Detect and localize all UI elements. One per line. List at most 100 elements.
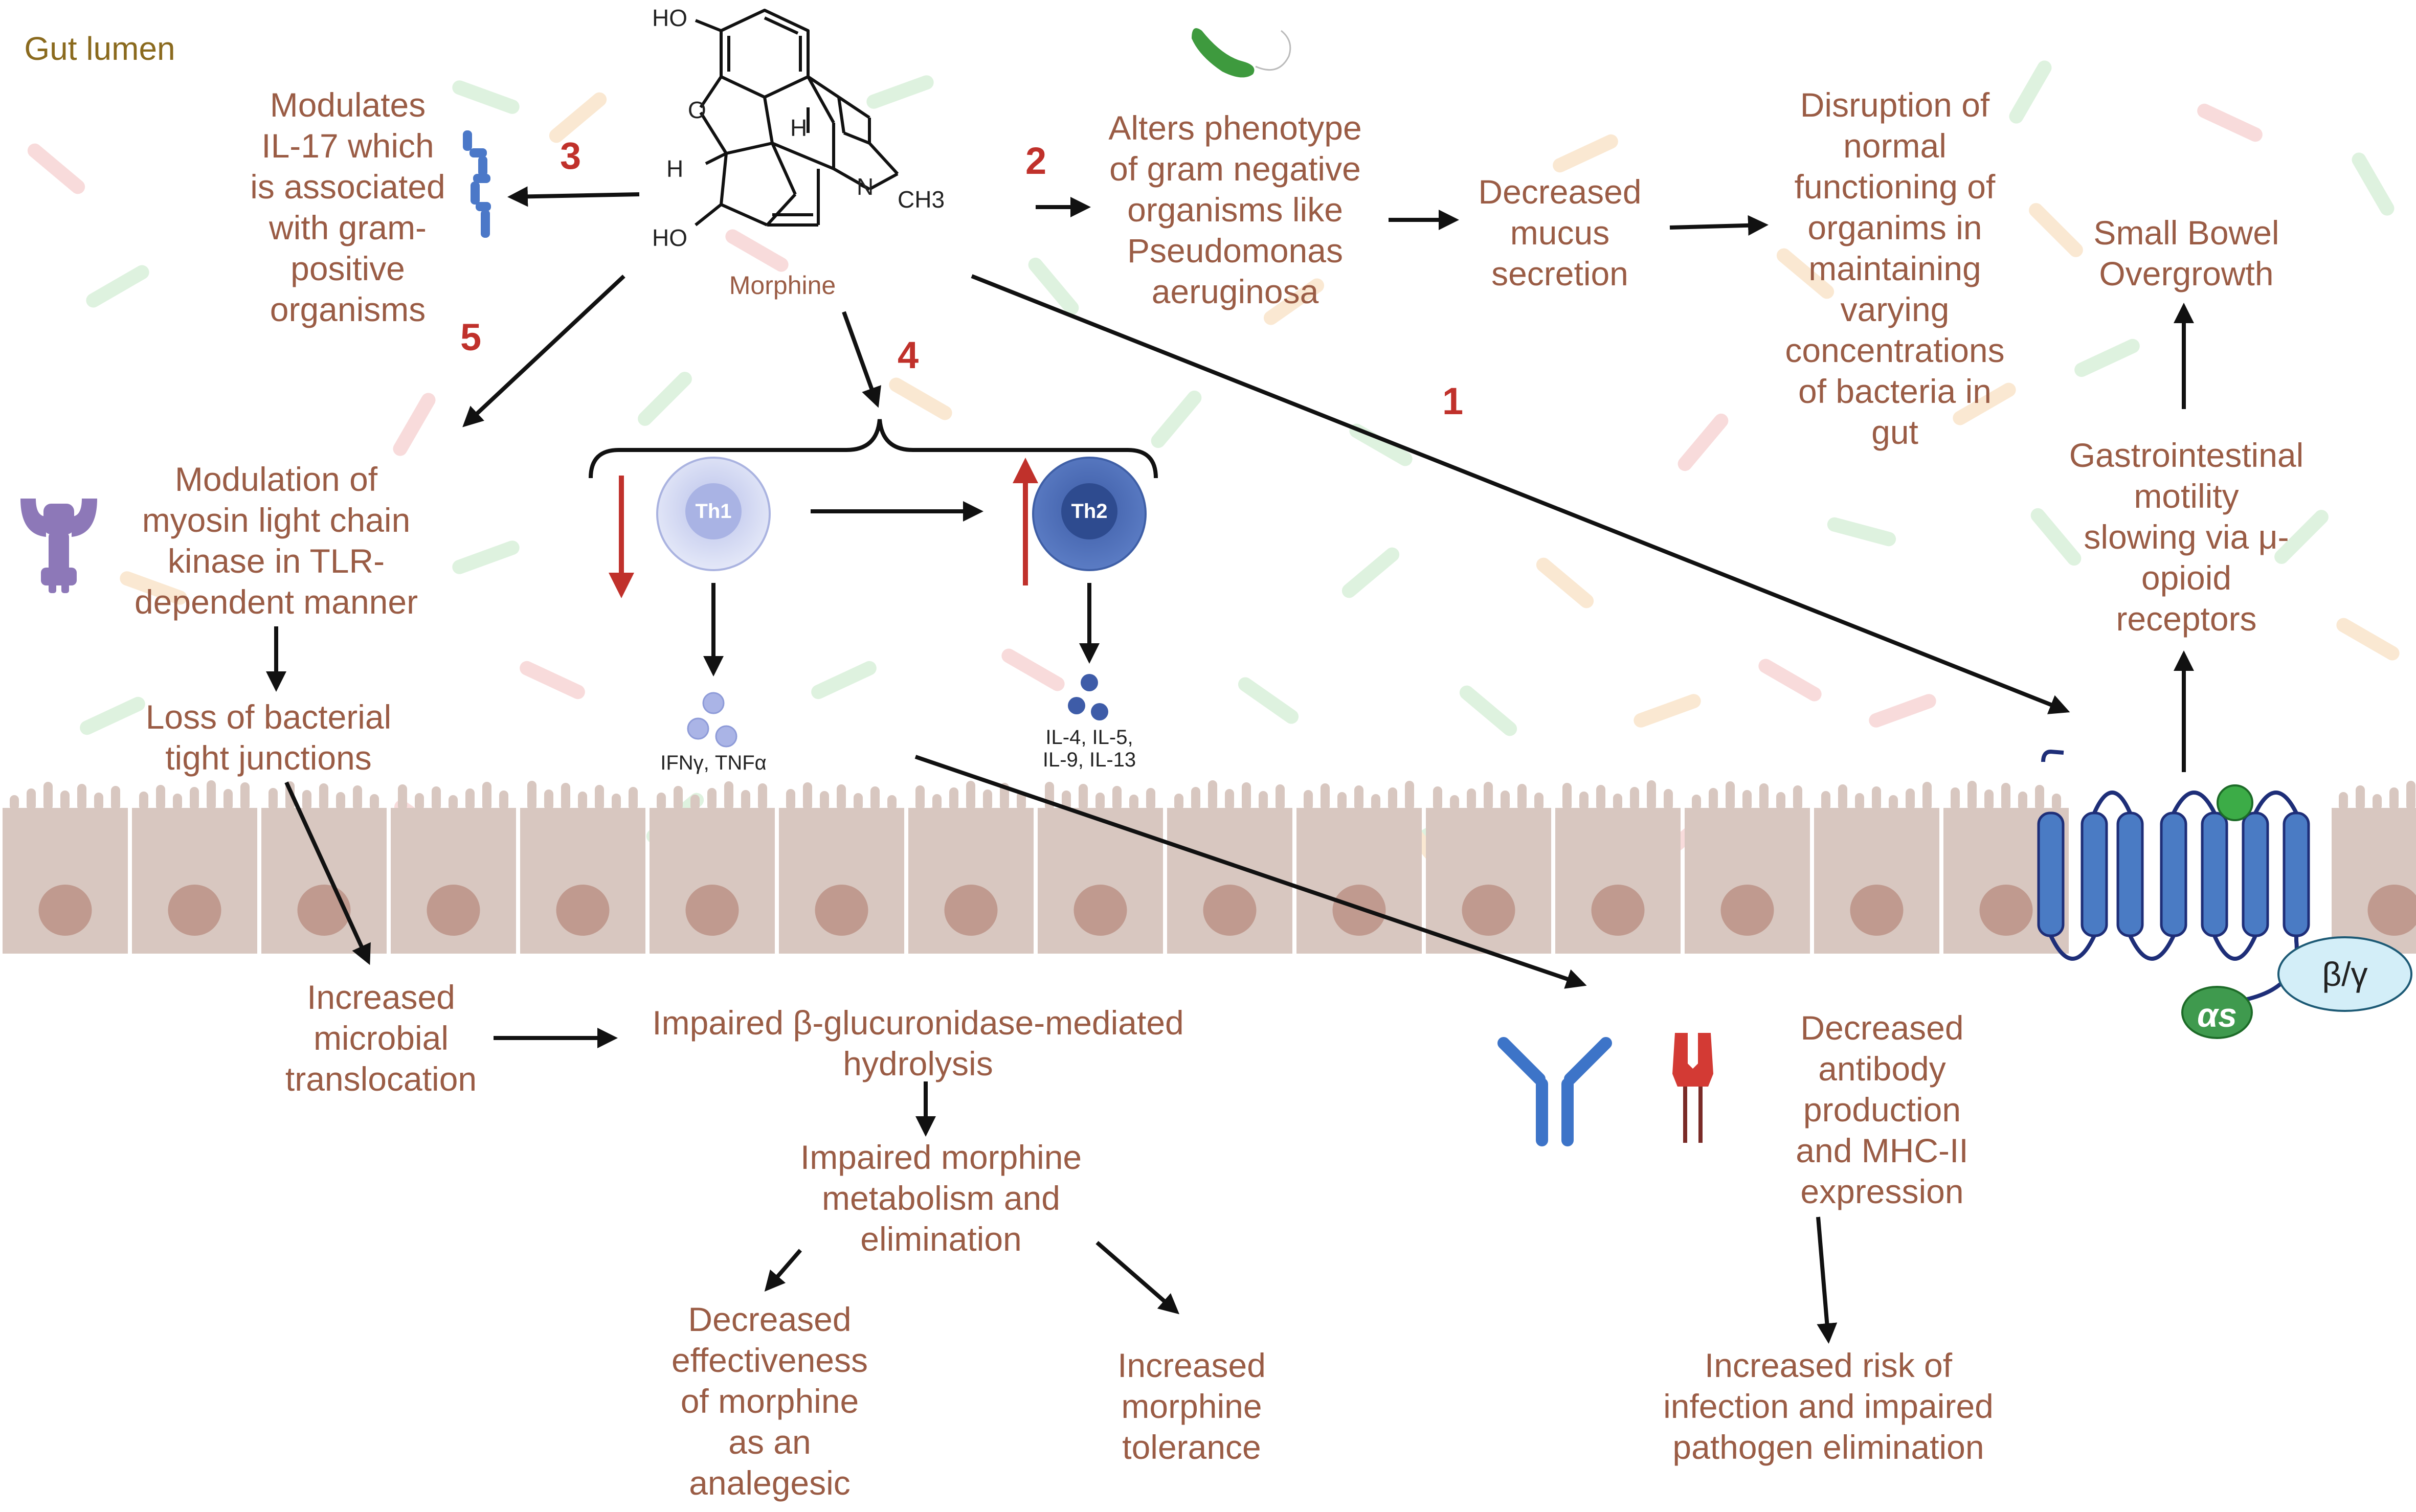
bacteria-background xyxy=(27,60,2400,878)
morphine-label: Morphine xyxy=(729,271,836,300)
arrow-metabolism-to-tolerance xyxy=(1095,1240,1180,1315)
th2-cytokines-text: IL-4, IL-5, IL-9, IL-13 xyxy=(1042,726,1136,771)
atom-ho-bottom: HO xyxy=(652,224,687,251)
bacterium-rod xyxy=(866,75,934,109)
epithelial-cell xyxy=(2332,781,2416,954)
cell-nucleus xyxy=(1850,885,1904,936)
bacterium-rod xyxy=(2009,60,2052,124)
glucuronidase-text: Impaired β-glucuronidase-mediated hydrol… xyxy=(652,1004,1184,1082)
bacterium-rod xyxy=(1827,517,1896,547)
bacterium-rod xyxy=(1341,547,1400,598)
epithelial-cell xyxy=(779,782,904,954)
atom-ch3: CH3 xyxy=(898,186,945,213)
bacterium-rod xyxy=(889,377,952,420)
th1-label: Th1 xyxy=(695,500,732,523)
small-bowel-text: Small Bowel Overgrowth xyxy=(2093,214,2279,292)
bacterium-rod xyxy=(1459,685,1517,736)
region-label: Gut lumen xyxy=(24,30,175,67)
epithelial-cell xyxy=(1685,781,1810,954)
cell-nucleus xyxy=(168,885,221,936)
epithelial-cell xyxy=(520,781,645,954)
arrow-antibody-to-infection xyxy=(1816,1216,1838,1344)
bacterium-rod xyxy=(80,696,145,735)
epithelial-cell xyxy=(1167,780,1292,954)
epithelial-cell xyxy=(261,781,387,954)
receptor-helix xyxy=(2037,811,2065,937)
bacterium-rod xyxy=(1263,278,1325,325)
bacterium-rod xyxy=(1953,382,2016,425)
epithelial-cell xyxy=(1814,782,1939,954)
alpha-s-subunit xyxy=(2181,986,2253,1039)
bacterium-rod xyxy=(1151,390,1202,448)
epithelial-cell xyxy=(1426,782,1551,954)
th1-cytokine-dots xyxy=(687,692,737,748)
bacterium-rod xyxy=(86,265,149,308)
receptor-helix xyxy=(2242,811,2269,937)
arrow-cytokines-to-antibody xyxy=(914,755,1587,989)
pathway-number-1: 1 xyxy=(1442,380,1464,422)
mlck-text: Modulation of myosin light chain kinase … xyxy=(134,460,418,621)
alpha-s-label: αs xyxy=(2197,996,2237,1034)
gram-negative-bacterium-icon xyxy=(1192,28,1291,78)
mhc-ii-icon xyxy=(1672,1033,1713,1143)
bacterium-rod xyxy=(393,393,436,456)
bacterium-rod xyxy=(2029,203,2083,257)
bacterium-rod xyxy=(1758,659,1822,702)
epithelial-cell xyxy=(132,780,257,954)
bacterium-rod xyxy=(520,661,585,699)
bacterium-rod xyxy=(1238,677,1299,724)
receptor-helix xyxy=(2201,811,2228,937)
th1-nucleus xyxy=(685,483,742,539)
gpcr-receptor-icon xyxy=(2037,749,2412,1039)
cell-nucleus xyxy=(1720,885,1774,936)
bacterium-rod xyxy=(1001,648,1065,691)
atom-h-left: H xyxy=(666,155,684,182)
pathway-number-4: 4 xyxy=(898,334,919,376)
cell-nucleus xyxy=(1462,885,1515,936)
bacterium-rod xyxy=(638,372,692,426)
t-cell-brace xyxy=(589,419,1158,479)
bacterium-rod xyxy=(452,540,520,574)
pathway-arrows xyxy=(266,186,2194,1344)
atom-n: N xyxy=(857,173,874,200)
cell-nucleus xyxy=(38,885,92,936)
receptor-helix xyxy=(2116,811,2144,937)
cell-nucleus xyxy=(556,885,610,936)
bacterium-rod xyxy=(1553,134,1618,173)
bacterium-rod xyxy=(1536,557,1594,608)
effectiveness-text: Decreased effectiveness of morphine as a… xyxy=(671,1300,868,1502)
receptor-helix xyxy=(2283,811,2310,937)
gi-motility-text: Gastrointestinal motility slowing via μ-… xyxy=(2069,436,2304,638)
epithelial-cell xyxy=(1038,782,1163,954)
cell-nucleus xyxy=(1203,885,1257,936)
tight-junctions-text: Loss of bacterial tight junctions xyxy=(145,698,392,777)
epithelial-cell xyxy=(391,782,516,954)
disruption-text: Disruption of normal functioning of orga… xyxy=(1785,86,2005,451)
arrow-to-t-cells xyxy=(842,311,881,408)
antibody-icon xyxy=(1497,1037,1612,1146)
bacterium-rod xyxy=(2274,510,2329,564)
infection-risk-text: Increased risk of infection and impaired… xyxy=(1663,1346,1994,1466)
bacterium-rod xyxy=(1869,694,1936,728)
arrow-to-il17 xyxy=(507,186,640,207)
epithelial-cell xyxy=(1296,781,1422,954)
receptor-helix xyxy=(2160,811,2187,937)
metabolism-text: Impaired morphine metabolism and elimina… xyxy=(800,1138,1082,1258)
bacterium-rod xyxy=(2030,508,2082,566)
cell-nucleus xyxy=(1979,885,2033,936)
cell-nucleus xyxy=(815,885,868,936)
atom-o: O xyxy=(688,97,706,123)
beta-gamma-subunit xyxy=(2277,936,2412,1012)
beta-gamma-label: β/γ xyxy=(2322,955,2368,993)
th1-cytokines-text: IFNγ, TNFα xyxy=(660,752,767,774)
intestinal-epithelium xyxy=(3,780,2416,954)
arrow-to-receptor xyxy=(971,274,2070,714)
epithelial-cell xyxy=(3,782,128,954)
epithelial-cell xyxy=(1555,780,1681,954)
cell-nucleus xyxy=(2367,885,2416,936)
bacterium-rod xyxy=(549,92,607,143)
cell-nucleus xyxy=(1591,885,1645,936)
arrow-tight-to-translocation xyxy=(284,781,371,965)
